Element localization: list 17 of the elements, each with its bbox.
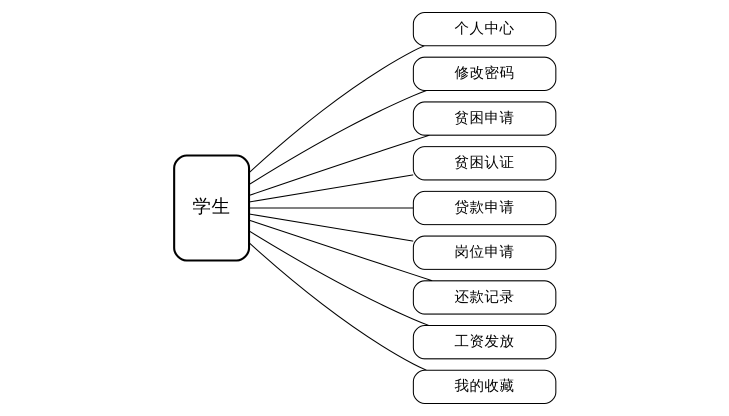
node-box: 还款记录 bbox=[412, 280, 556, 315]
connector bbox=[248, 214, 413, 242]
node-box: 贫困申请 bbox=[412, 101, 556, 136]
node-box: 贫困认证 bbox=[412, 146, 556, 180]
connector bbox=[248, 242, 426, 371]
node-box: 修改密码 bbox=[412, 56, 556, 91]
connector bbox=[248, 134, 430, 196]
connector bbox=[248, 174, 413, 202]
node-box: 学生 bbox=[172, 154, 250, 262]
node-box: 工资发放 bbox=[412, 325, 556, 360]
connector bbox=[248, 220, 432, 282]
node-box: 岗位申请 bbox=[412, 236, 556, 270]
node-box: 个人中心 bbox=[412, 12, 556, 46]
node-box: 我的收藏 bbox=[412, 370, 556, 404]
connector bbox=[248, 45, 424, 173]
node-box: 贷款申请 bbox=[412, 190, 556, 226]
connector bbox=[248, 207, 413, 209]
